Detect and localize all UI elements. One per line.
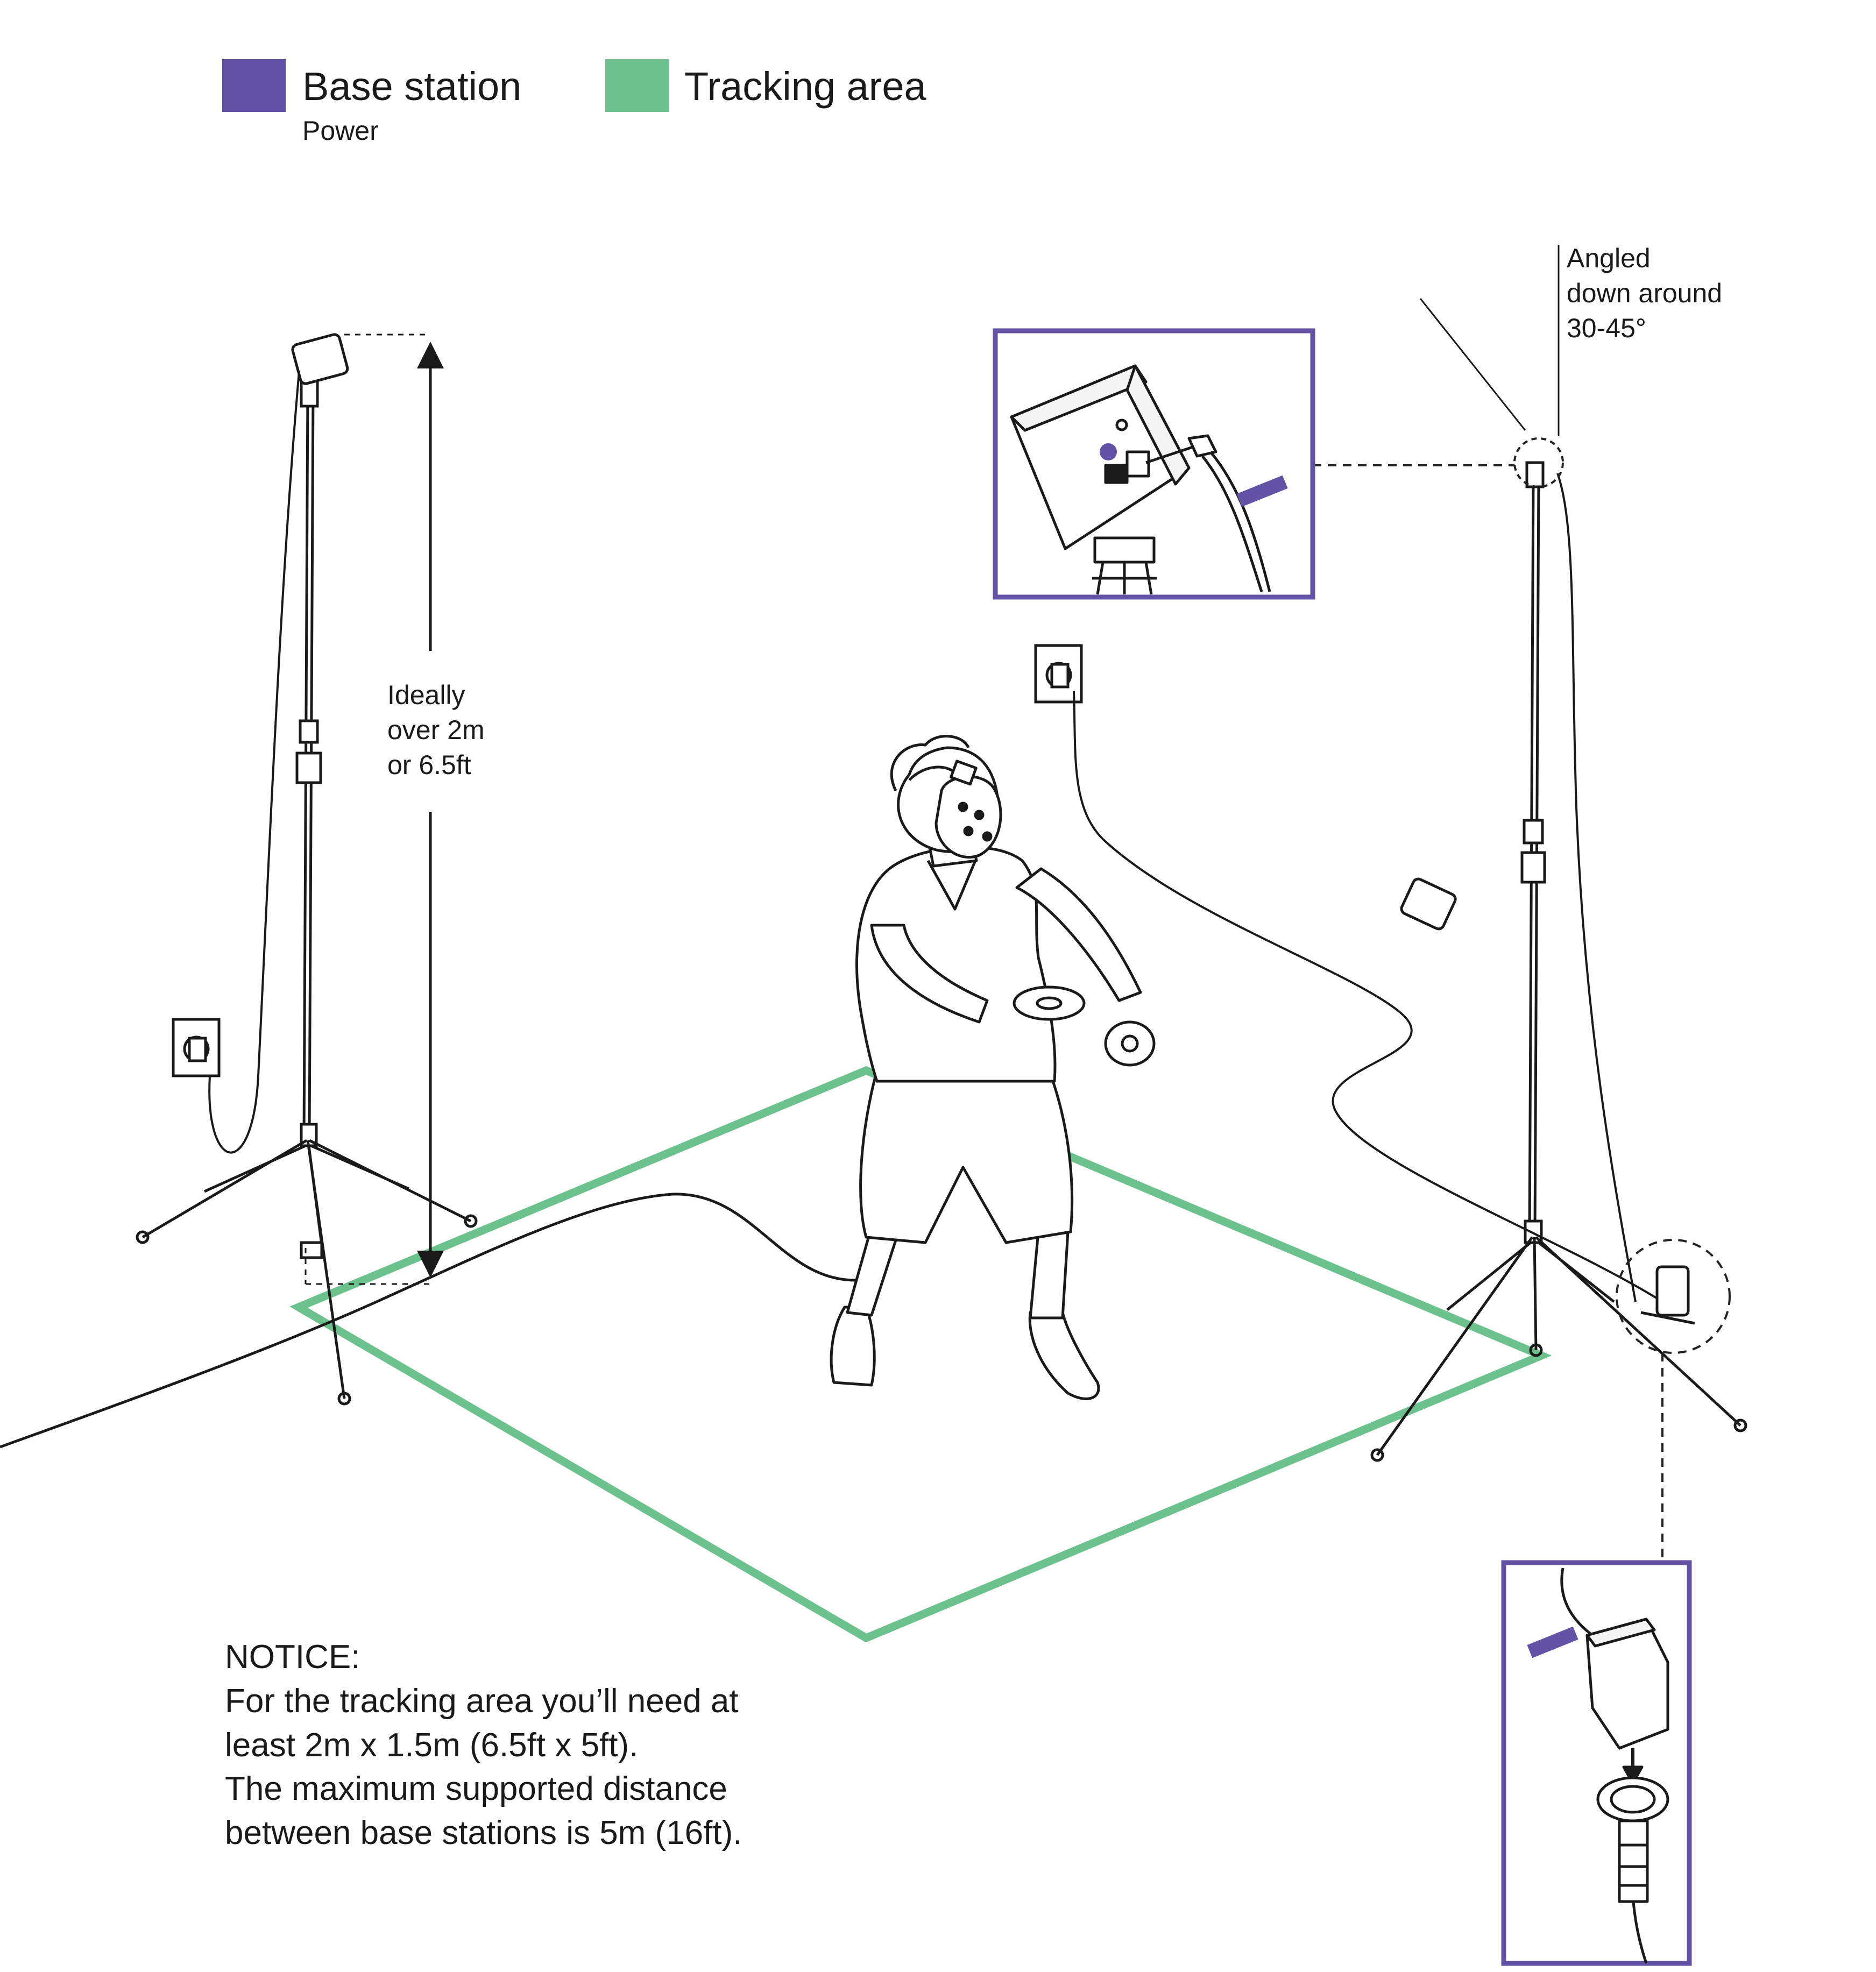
angle-note-line: down around (1567, 278, 1723, 308)
notice-line: least 2m x 1.5m (6.5ft x 5ft). (225, 1726, 639, 1764)
base-station-closeup (1010, 364, 1271, 595)
notice-block: NOTICE: For the tracking area you’ll nee… (225, 1635, 742, 1855)
tripod-stand-left (136, 333, 478, 1406)
height-note-line: or 6.5ft (387, 750, 471, 780)
notice-line: For the tracking area you’ll need at (225, 1682, 739, 1720)
adapter-inset-frame (1501, 1560, 1692, 1966)
height-note-line: over 2m (387, 715, 485, 745)
adapter-closeup (1560, 1567, 1669, 1964)
tracking-area-swatch (605, 59, 669, 112)
notice-line: The maximum supported distance (225, 1770, 727, 1808)
notice-line: between base stations is 5m (16ft). (225, 1814, 742, 1852)
height-note: Ideally over 2m or 6.5ft (387, 678, 485, 783)
height-note-line: Ideally (387, 680, 465, 710)
height-dimension (305, 334, 444, 1285)
wall-outlet-left (172, 1018, 221, 1077)
headset-cable (0, 1193, 856, 1449)
angle-note-line: Angled (1567, 243, 1651, 273)
power-legend-sublabel: Power (302, 116, 379, 146)
base-station-swatch (222, 59, 286, 112)
angle-note-line: 30-45° (1567, 313, 1646, 343)
tripod-stand-right (1370, 461, 1747, 1462)
power-cable-marker-bottom (1527, 1626, 1578, 1658)
wall-outlet-middle (1034, 644, 1663, 1303)
power-port-indicator (1100, 443, 1117, 460)
station-callout-circle (1513, 437, 1564, 488)
tracking-area-legend-label: Tracking area (684, 64, 926, 109)
angle-note: Angled down around 30-45° (1567, 241, 1722, 346)
power-cable-marker-top (1236, 475, 1288, 507)
angle-indicator (1419, 245, 1560, 436)
vr-user-figure (830, 735, 1156, 1400)
base-station-legend-label: Base station (302, 64, 522, 109)
adapter-callout-circle (1616, 1239, 1731, 1354)
tracking-area-outline (289, 1066, 1552, 1643)
notice-heading: NOTICE: (225, 1638, 360, 1676)
power-adapter-right (1640, 1265, 1695, 1325)
